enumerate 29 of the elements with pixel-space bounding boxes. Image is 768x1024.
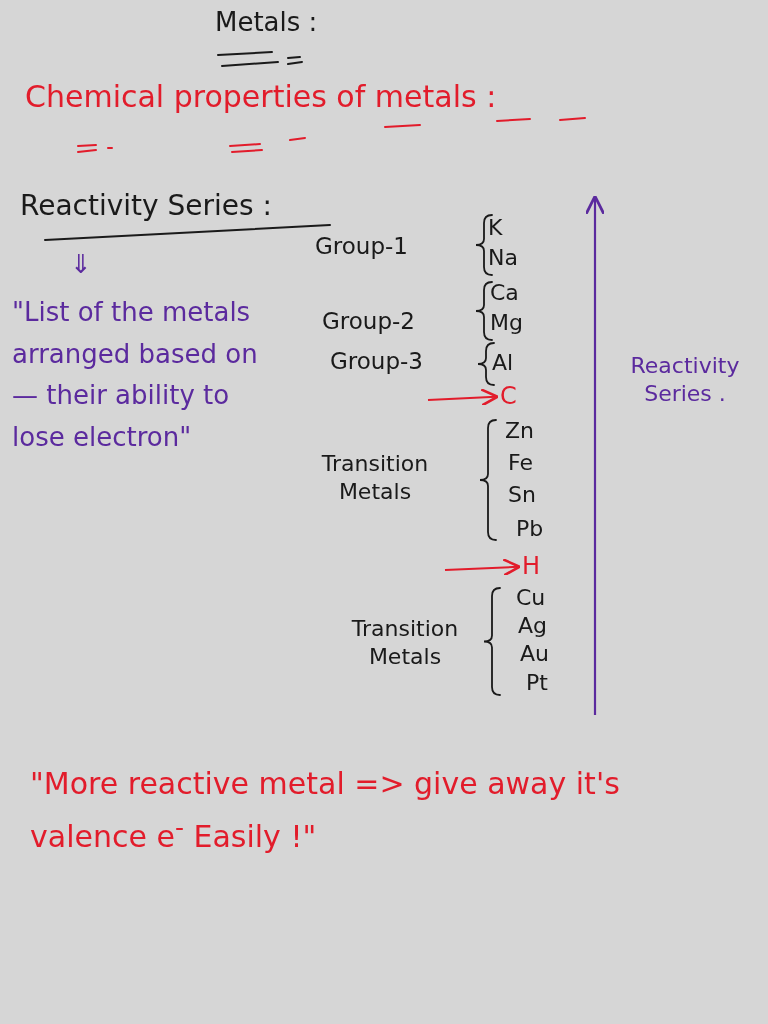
definition-text: "List of the metals arranged based on — their ability to lose electron" [12,296,259,454]
element-symbol: Mg [490,310,523,336]
element-symbol: Pb [516,516,544,542]
element-symbol: Na [488,245,518,271]
element-symbol: C [500,383,517,411]
arrow [427,388,499,407]
element-symbol: Fe [508,450,533,476]
group-label: Group-1 [315,233,408,260]
element-symbol: Ag [518,613,547,639]
group-label: Transition Metals [320,450,430,505]
axis-label: Reactivity Series . [629,352,741,407]
group-label: Group-2 [322,308,415,335]
element-symbol: Sn [508,482,536,508]
group-label: Group-3 [330,348,423,375]
element-symbol: Zn [505,418,534,444]
element-symbol: K [488,215,503,241]
heading: Reactivity Series : [20,190,272,223]
note-text: "More reactive metal => give away it's valence e$^{-}$ Easily !" [30,765,621,856]
element-symbol: Cu [516,585,546,611]
element-symbol: Au [520,641,549,667]
group-label: Transition Metals [350,615,460,670]
arrow [444,558,521,577]
element-symbol: Pt [526,670,548,696]
title: Metals : [215,8,318,38]
element-symbol: Al [492,350,514,376]
heading: Chemical properties of metals : [25,80,497,115]
element-symbol: H [522,553,541,581]
element-symbol: Ca [490,280,519,306]
double-arrow-glyph: ⇓ [70,250,92,280]
